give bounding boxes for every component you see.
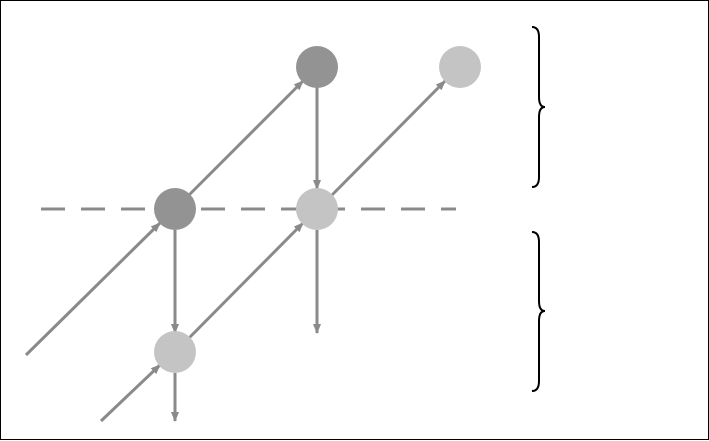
arrow-in-middle-left [26,223,160,355]
brace-upper [532,27,545,187]
node-middle-left [154,188,196,230]
node-top-left [296,46,338,88]
arrow-middle-right-to-top-right [332,81,445,195]
node-middle-right [296,188,338,230]
arrow-middle-left-to-top-left [189,81,303,195]
node-bottom [154,331,196,373]
arrow-in-bottom [101,365,160,421]
node-top-right [439,46,481,88]
brace-lower [532,232,545,391]
arrow-bottom-to-middle-right [189,223,303,338]
